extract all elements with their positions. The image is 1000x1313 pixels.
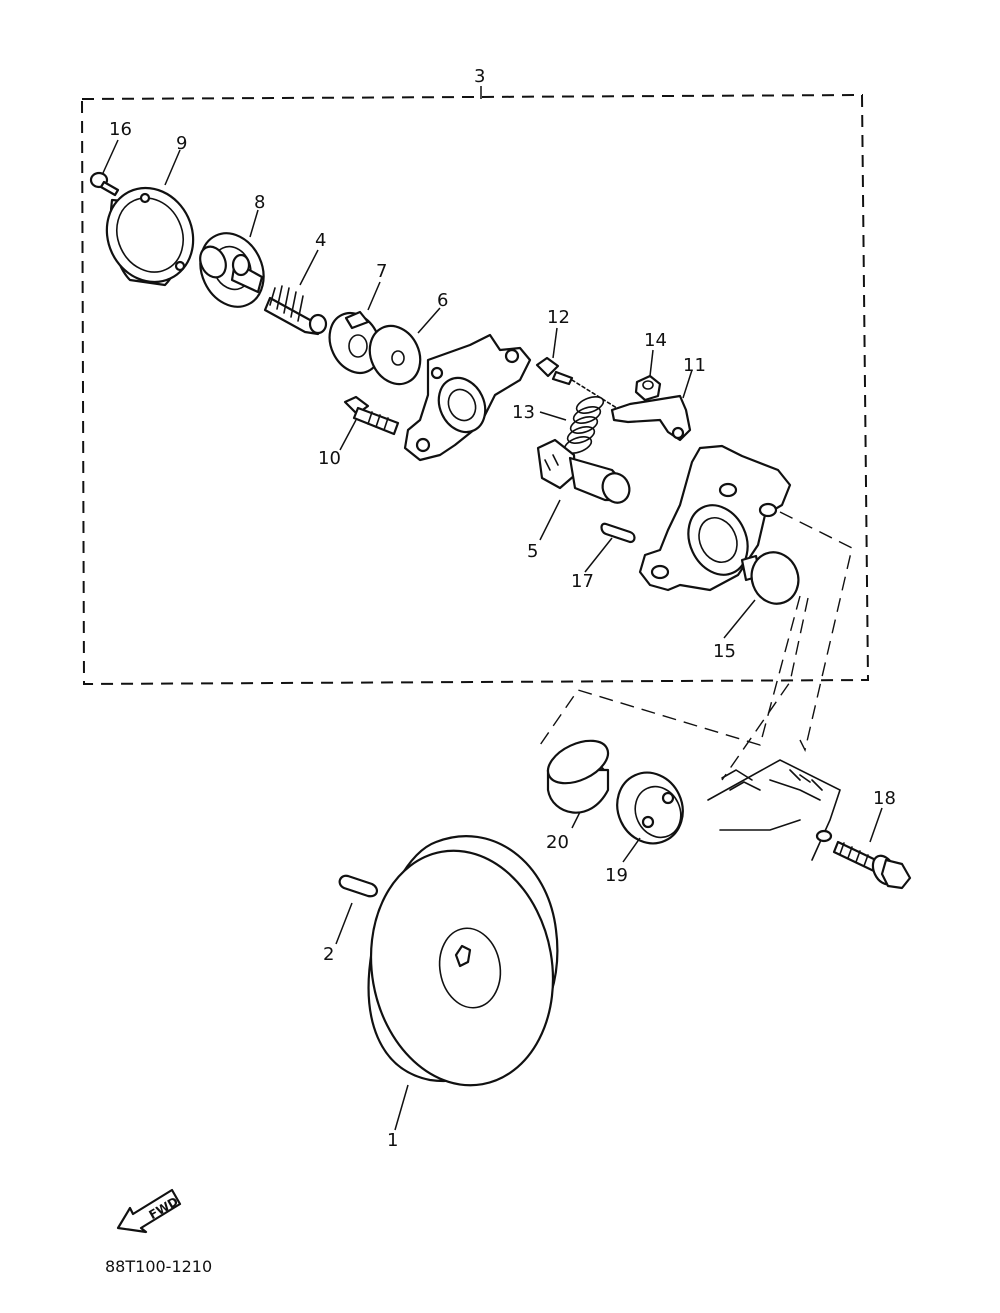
- part-9-cover: [105, 186, 195, 287]
- callout-2: 2: [323, 944, 334, 965]
- part-5-plunger: [536, 438, 631, 504]
- part-1-disc: [367, 835, 559, 1087]
- callout-12: 12: [547, 307, 570, 328]
- assembly-boundary-box: [80, 93, 870, 686]
- crankcase-fragment: [707, 759, 841, 861]
- part-15-plug: [740, 551, 800, 605]
- part-10-bolt: [343, 395, 400, 436]
- callout-8: 8: [254, 192, 265, 213]
- part-8-seal-shaft: [199, 232, 265, 308]
- part-6-washer: [368, 324, 422, 386]
- callout-18: 18: [873, 788, 896, 809]
- part-13-spring: [563, 396, 605, 454]
- part-12-bolt: [535, 356, 574, 386]
- part-16-screw: [89, 171, 120, 197]
- callout-14: 14: [644, 330, 667, 351]
- callout-9: 9: [176, 133, 187, 154]
- forward-arrow-icon: FWD: [116, 1188, 182, 1234]
- callout-4: 4: [315, 230, 326, 251]
- callout-15: 15: [713, 641, 736, 662]
- callout-13: 13: [512, 402, 535, 423]
- callout-17: 17: [571, 571, 594, 592]
- part-14-nut: [634, 374, 662, 402]
- pump-bracket-body: [638, 444, 792, 592]
- callout-16: 16: [109, 119, 132, 140]
- part-2-key: [338, 874, 378, 898]
- part-18-flange-bolt: [815, 829, 912, 890]
- part-11-lever: [610, 394, 692, 442]
- callout-7: 7: [376, 261, 387, 282]
- pump-housing: [403, 333, 532, 462]
- callout-3: 3: [474, 66, 485, 87]
- callout-11: 11: [683, 355, 706, 376]
- callout-20: 20: [546, 832, 569, 853]
- figure-code: 88T100-1210: [105, 1257, 212, 1276]
- part-20-bushing: [546, 739, 610, 814]
- callout-5: 5: [527, 541, 538, 562]
- callout-19: 19: [605, 865, 628, 886]
- part-4-worm-gear: [263, 285, 328, 336]
- part-17-pin: [600, 522, 636, 544]
- callout-1: 1: [387, 1130, 398, 1151]
- part-19-oil-seal: [616, 771, 684, 845]
- callout-6: 6: [437, 290, 448, 311]
- callout-10: 10: [318, 448, 341, 469]
